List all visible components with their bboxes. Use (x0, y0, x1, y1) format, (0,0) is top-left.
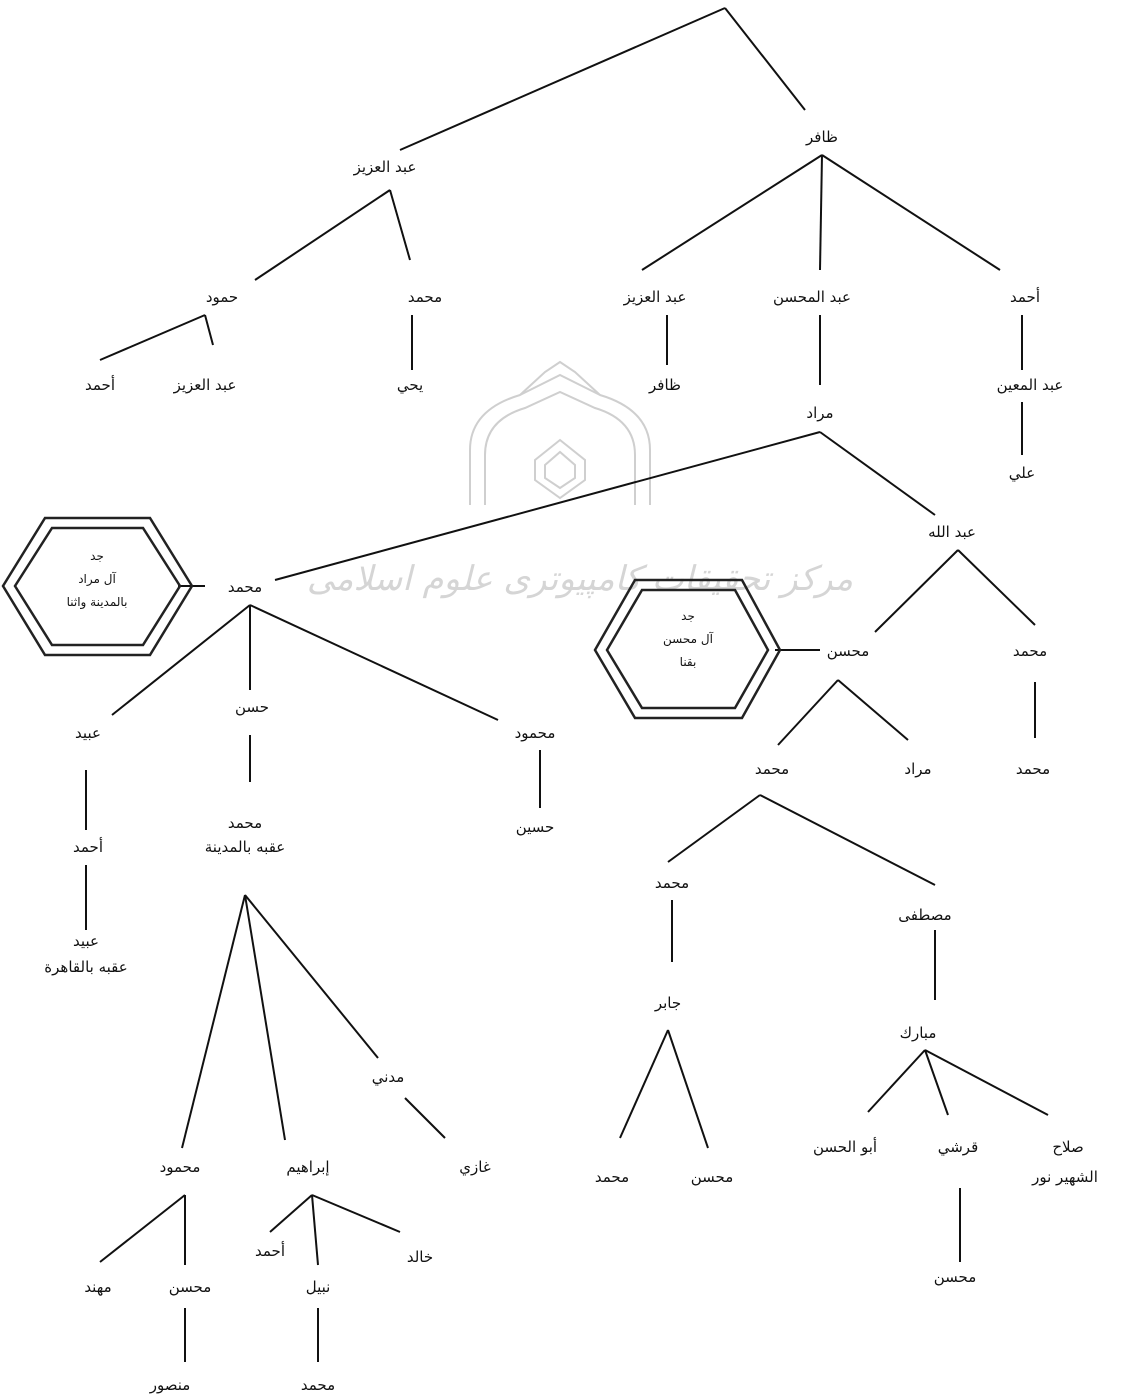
node-muhammad-1: محمد (408, 288, 442, 306)
hexagon-right-line2: آل محسن (663, 631, 714, 647)
node-mustafa: مصطفى (898, 906, 951, 924)
node-qurashi: قرشي (938, 1138, 979, 1157)
node-zafir: ظافر (805, 128, 838, 146)
node-muhannad: مهند (84, 1278, 111, 1296)
node-hasan: حسن (235, 698, 269, 716)
node-ahmad-3: أحمد (73, 837, 103, 856)
node-mahmud-1: محمود (515, 724, 556, 742)
edge (924, 1049, 949, 1116)
hexagon-right-line1: جد (681, 609, 695, 623)
node-madani: مدني (372, 1068, 405, 1087)
edge (311, 1194, 319, 1266)
edge (957, 549, 1036, 626)
hexagon-left-line2: آل مراد (78, 571, 116, 587)
edge (924, 1049, 1049, 1116)
edge (777, 679, 839, 746)
node-mansur: منصور (149, 1376, 191, 1394)
node-labels: ظافر عبد العزيز حمود محمد أحمد عبد العزي… (44, 128, 1098, 1394)
edge (99, 314, 206, 361)
node-abdullah: عبد الله (928, 523, 976, 541)
node-muhammad-r2: محمد (1016, 760, 1050, 778)
edge (874, 549, 959, 633)
node-muhammad-left: محمد (228, 578, 262, 596)
node-muhammad-n: محمد (301, 1376, 335, 1394)
edge (389, 189, 411, 261)
edge (724, 7, 806, 111)
node-ubaid-2-note: عقبه بالقاهرة (44, 958, 127, 976)
edge (254, 189, 391, 281)
node-husain: حسين (516, 818, 555, 836)
edge (181, 894, 246, 1149)
edge (867, 1049, 926, 1113)
node-abulhasan: أبو الحسن (813, 1137, 877, 1156)
edge (204, 314, 214, 346)
edge (819, 154, 823, 271)
node-muhammad-r3: محمد (755, 760, 789, 778)
edge (111, 604, 251, 716)
node-abdulaziz-3: عبد العزيز (623, 288, 687, 306)
node-abdulaziz-2: عبد العزيز (173, 376, 237, 394)
edge (819, 431, 936, 516)
edge (837, 679, 909, 741)
node-abdulaziz-top: عبد العزيز (353, 158, 417, 176)
node-ibrahim: إبراهيم (286, 1158, 329, 1176)
hexagon-left: جد آل مراد بالمدينة واثنا (1, 516, 194, 657)
watermark: مرکز تحقیقات کامپیوتری علوم اسلامی (307, 360, 853, 599)
edge (759, 794, 936, 886)
node-muhammad-madina: محمد (228, 814, 262, 832)
node-muhammad-r4: محمد (655, 874, 689, 892)
node-nabil: نبيل (306, 1278, 331, 1296)
node-murad-2: مراد (904, 760, 931, 778)
edge (311, 1194, 401, 1233)
node-ubaid-2: عبيد (73, 932, 99, 950)
node-abdulmuhsin: عبد المحسن (773, 288, 851, 306)
node-salah-note: الشهير نور (1031, 1168, 1098, 1186)
node-abdulmuin: عبد المعين (997, 376, 1064, 394)
node-khalid: خالد (407, 1248, 433, 1266)
seal-emblem-icon (469, 360, 651, 505)
node-zafir-2: ظافر (648, 376, 681, 394)
node-hamud: حمود (206, 288, 238, 306)
node-muhsin-r: محسن (827, 642, 870, 660)
hexagon-left-line1: جد (90, 549, 104, 563)
edge (274, 431, 821, 581)
edge (619, 1029, 669, 1139)
node-murad: مراد (806, 404, 833, 422)
node-ghazi: غازي (459, 1158, 491, 1177)
edge (667, 1029, 709, 1149)
node-mahmud-2: محمود (160, 1158, 201, 1176)
edge (404, 1097, 446, 1139)
node-salah: صلاح (1052, 1138, 1083, 1156)
node-muhammad-j: محمد (595, 1168, 629, 1186)
edge (399, 7, 726, 151)
node-ahmad-1: أحمد (85, 375, 115, 394)
node-ahmad-2: أحمد (1010, 287, 1040, 306)
node-ali: علي (1009, 464, 1035, 483)
node-mubarak: مبارك (900, 1024, 937, 1042)
node-ubaid: عبيد (75, 724, 101, 742)
node-muhsin-m: محسن (169, 1278, 212, 1296)
node-muhammad-madina-note: عقبه بالمدينة (205, 838, 285, 856)
node-yahya: يحي (397, 376, 423, 395)
edge (269, 1194, 313, 1233)
node-ahmad-i: أحمد (255, 1241, 285, 1260)
edge (244, 894, 379, 1059)
edge (99, 1194, 186, 1263)
edge (641, 154, 823, 271)
edge (667, 794, 761, 863)
edge (244, 894, 286, 1141)
hexagon-left-line3: بالمدينة واثنا (67, 595, 128, 610)
hexagon-right: جد آل محسن بقنا (593, 578, 782, 720)
node-muhsin-q: محسن (934, 1268, 977, 1286)
edge (821, 154, 1001, 271)
hexagon-right-line3: بقنا (680, 655, 697, 669)
watermark-text: مرکز تحقیقات کامپیوتری علوم اسلامی (307, 559, 853, 599)
node-muhsin-j: محسن (691, 1168, 734, 1186)
node-muhammad-r: محمد (1013, 642, 1047, 660)
edges (85, 7, 1049, 1362)
edge (249, 604, 499, 721)
node-jabir: جابر (654, 994, 681, 1012)
